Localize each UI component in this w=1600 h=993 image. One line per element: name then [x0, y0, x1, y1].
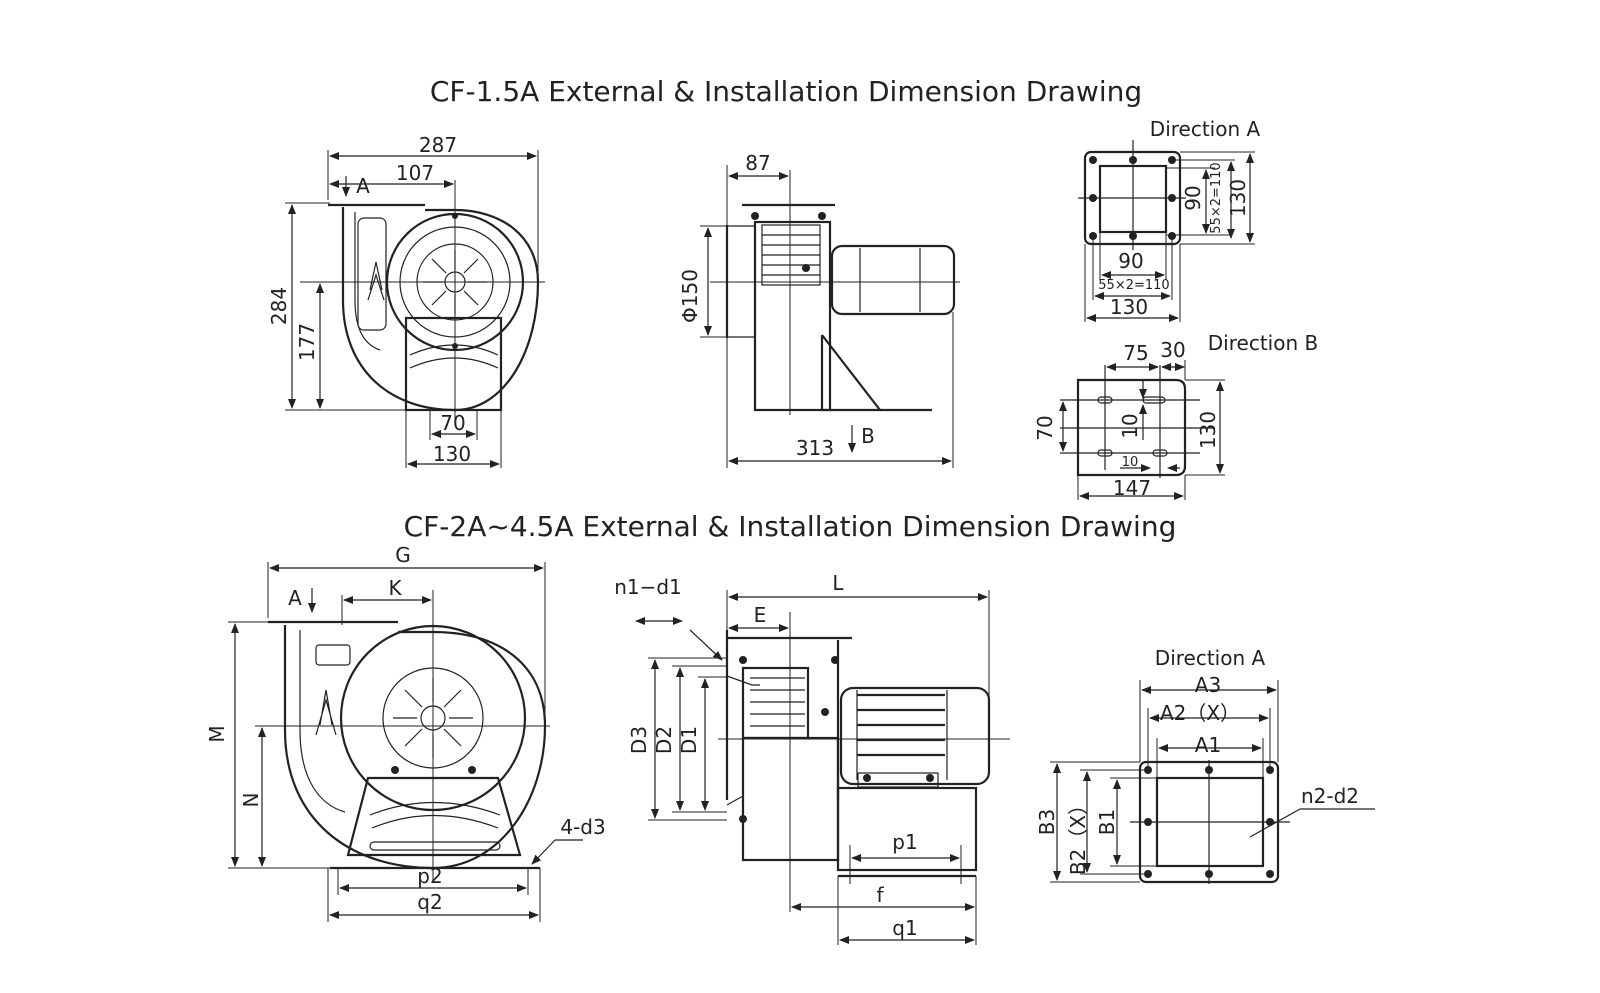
bottom-drawing-title: CF-2A~4.5A External & Installation Dimen…	[404, 510, 1177, 543]
cf2a-direction-a-view	[1050, 680, 1375, 884]
dim-d3: D3	[627, 726, 651, 754]
dim-90-vertical: 90	[1181, 185, 1205, 210]
dim-4-d3: 4-d3	[560, 815, 605, 839]
dim-b3: B3	[1035, 809, 1059, 835]
dim-p2: p2	[417, 864, 442, 888]
dim-phi150: Φ150	[678, 269, 702, 323]
dim-f: f	[876, 883, 884, 907]
dim-b2-x: B2（X）	[1066, 795, 1090, 875]
dim-p1: p1	[892, 830, 917, 854]
dim-177: 177	[295, 323, 319, 361]
dim-130-b: 130	[1196, 411, 1220, 449]
dim-g: G	[395, 543, 411, 567]
dim-284: 284	[267, 287, 291, 325]
cf15a-side-view	[700, 165, 960, 468]
dim-130-vertical: 130	[1226, 179, 1250, 217]
dim-313: 313	[796, 436, 834, 460]
dim-70: 70	[440, 411, 465, 435]
dim-287: 287	[419, 133, 457, 157]
dim-a1: A1	[1195, 733, 1221, 757]
dim-30: 30	[1160, 338, 1185, 362]
dim-d2: D2	[652, 726, 676, 754]
dim-110-vertical: 55×2=110	[1209, 162, 1224, 233]
dim-n1-d1: n1−d1	[614, 575, 682, 599]
dim-107: 107	[396, 161, 434, 185]
dim-110-horizontal: 55×2=110	[1098, 278, 1169, 293]
direction-a-label-2: Direction A	[1155, 646, 1266, 670]
dim-m: M	[205, 725, 229, 742]
cf2a-front-view	[228, 562, 583, 922]
dim-e: E	[754, 603, 767, 627]
dim-130-horizontal: 130	[1110, 295, 1148, 319]
dim-10-vertical: 10	[1118, 413, 1142, 438]
dim-l: L	[832, 571, 844, 595]
dim-a3: A3	[1195, 673, 1221, 697]
view-arrow-b-label: B	[861, 424, 875, 448]
dim-70-slot: 70	[1033, 415, 1057, 440]
dim-87: 87	[745, 151, 770, 175]
top-drawing-title: CF-1.5A External & Installation Dimensio…	[430, 75, 1142, 108]
dim-90-horizontal: 90	[1118, 249, 1143, 273]
cf15a-direction-b-view	[1059, 360, 1225, 500]
dim-130: 130	[433, 442, 471, 466]
dim-n: N	[239, 793, 263, 808]
dim-q1: q1	[892, 916, 917, 940]
dim-10-horizontal: 10	[1122, 455, 1139, 470]
dim-75: 75	[1123, 341, 1148, 365]
dim-a2-x: A2（X）	[1160, 701, 1240, 725]
cf2a-side-view	[635, 590, 1010, 945]
dim-b1: B1	[1095, 809, 1119, 835]
cf15a-direction-a-view	[1078, 140, 1255, 322]
dim-n2-d2: n2-d2	[1301, 784, 1359, 808]
dim-k: K	[388, 576, 402, 600]
direction-b-label: Direction B	[1208, 331, 1318, 355]
dim-q2: q2	[417, 890, 442, 914]
cf15a-front-view	[285, 150, 545, 468]
dim-d1: D1	[677, 726, 701, 754]
dim-147: 147	[1113, 476, 1151, 500]
view-arrow-a-label-2: A	[288, 586, 302, 610]
direction-a-label: Direction A	[1150, 117, 1261, 141]
view-arrow-a-label: A	[356, 174, 370, 198]
